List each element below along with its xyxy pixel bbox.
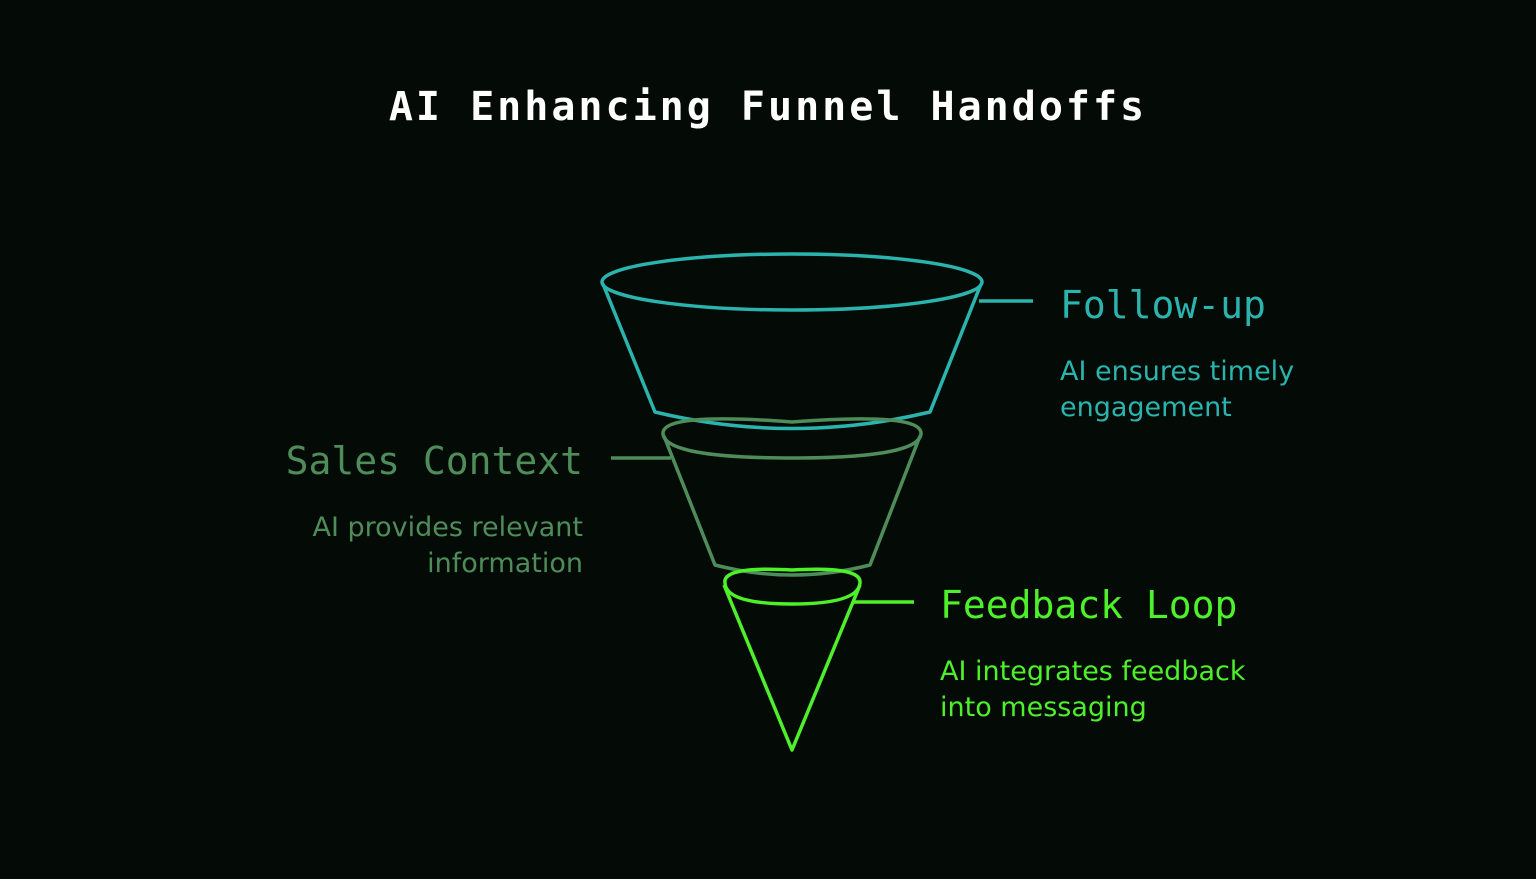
stage-heading-follow-up: Follow-up — [1060, 283, 1266, 327]
stage-heading-sales-context: Sales Context — [285, 439, 583, 483]
page-title: AI Enhancing Funnel Handoffs — [388, 84, 1148, 130]
stage-description-sales-context: AI provides relevant information — [312, 512, 583, 579]
funnel-segment-sales-context — [611, 417, 923, 577]
stage-description-follow-up: AI ensures timely engagement — [1060, 356, 1295, 423]
stage-heading-feedback-loop: Feedback Loop — [940, 583, 1238, 627]
funnel-segment-feedback-loop — [722, 567, 914, 752]
funnel-segment-follow-up — [600, 252, 1033, 431]
stage-description-feedback-loop: AI integrates feedback into messaging — [940, 656, 1246, 723]
